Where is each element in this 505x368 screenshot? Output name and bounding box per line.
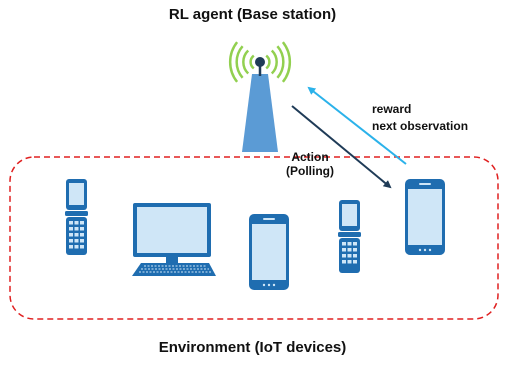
action-label: Action (Polling) (270, 150, 350, 179)
action-label-line2: (Polling) (286, 164, 334, 179)
antenna-tower-icon (242, 57, 278, 152)
keyboard-icon (132, 263, 216, 276)
action-label-line1: Action (291, 150, 329, 164)
base-station-title: RL agent (Base station) (168, 6, 337, 23)
flip-phone-icon (338, 200, 361, 273)
flip-phone-icon (65, 179, 88, 255)
action-arrow (291, 105, 392, 189)
reward-label-line1: reward (372, 102, 412, 116)
reward-label: reward next observation (372, 101, 468, 135)
signal-waves-icon (228, 41, 292, 83)
environment-boundary (9, 156, 499, 320)
desktop-monitor-icon (133, 203, 211, 263)
reward-arrow (307, 86, 407, 165)
smartphone-icon (405, 179, 445, 255)
smartphone-icon (249, 214, 289, 290)
environment-title: Environment (IoT devices) (158, 339, 347, 356)
reward-label-line2: next observation (372, 118, 469, 133)
